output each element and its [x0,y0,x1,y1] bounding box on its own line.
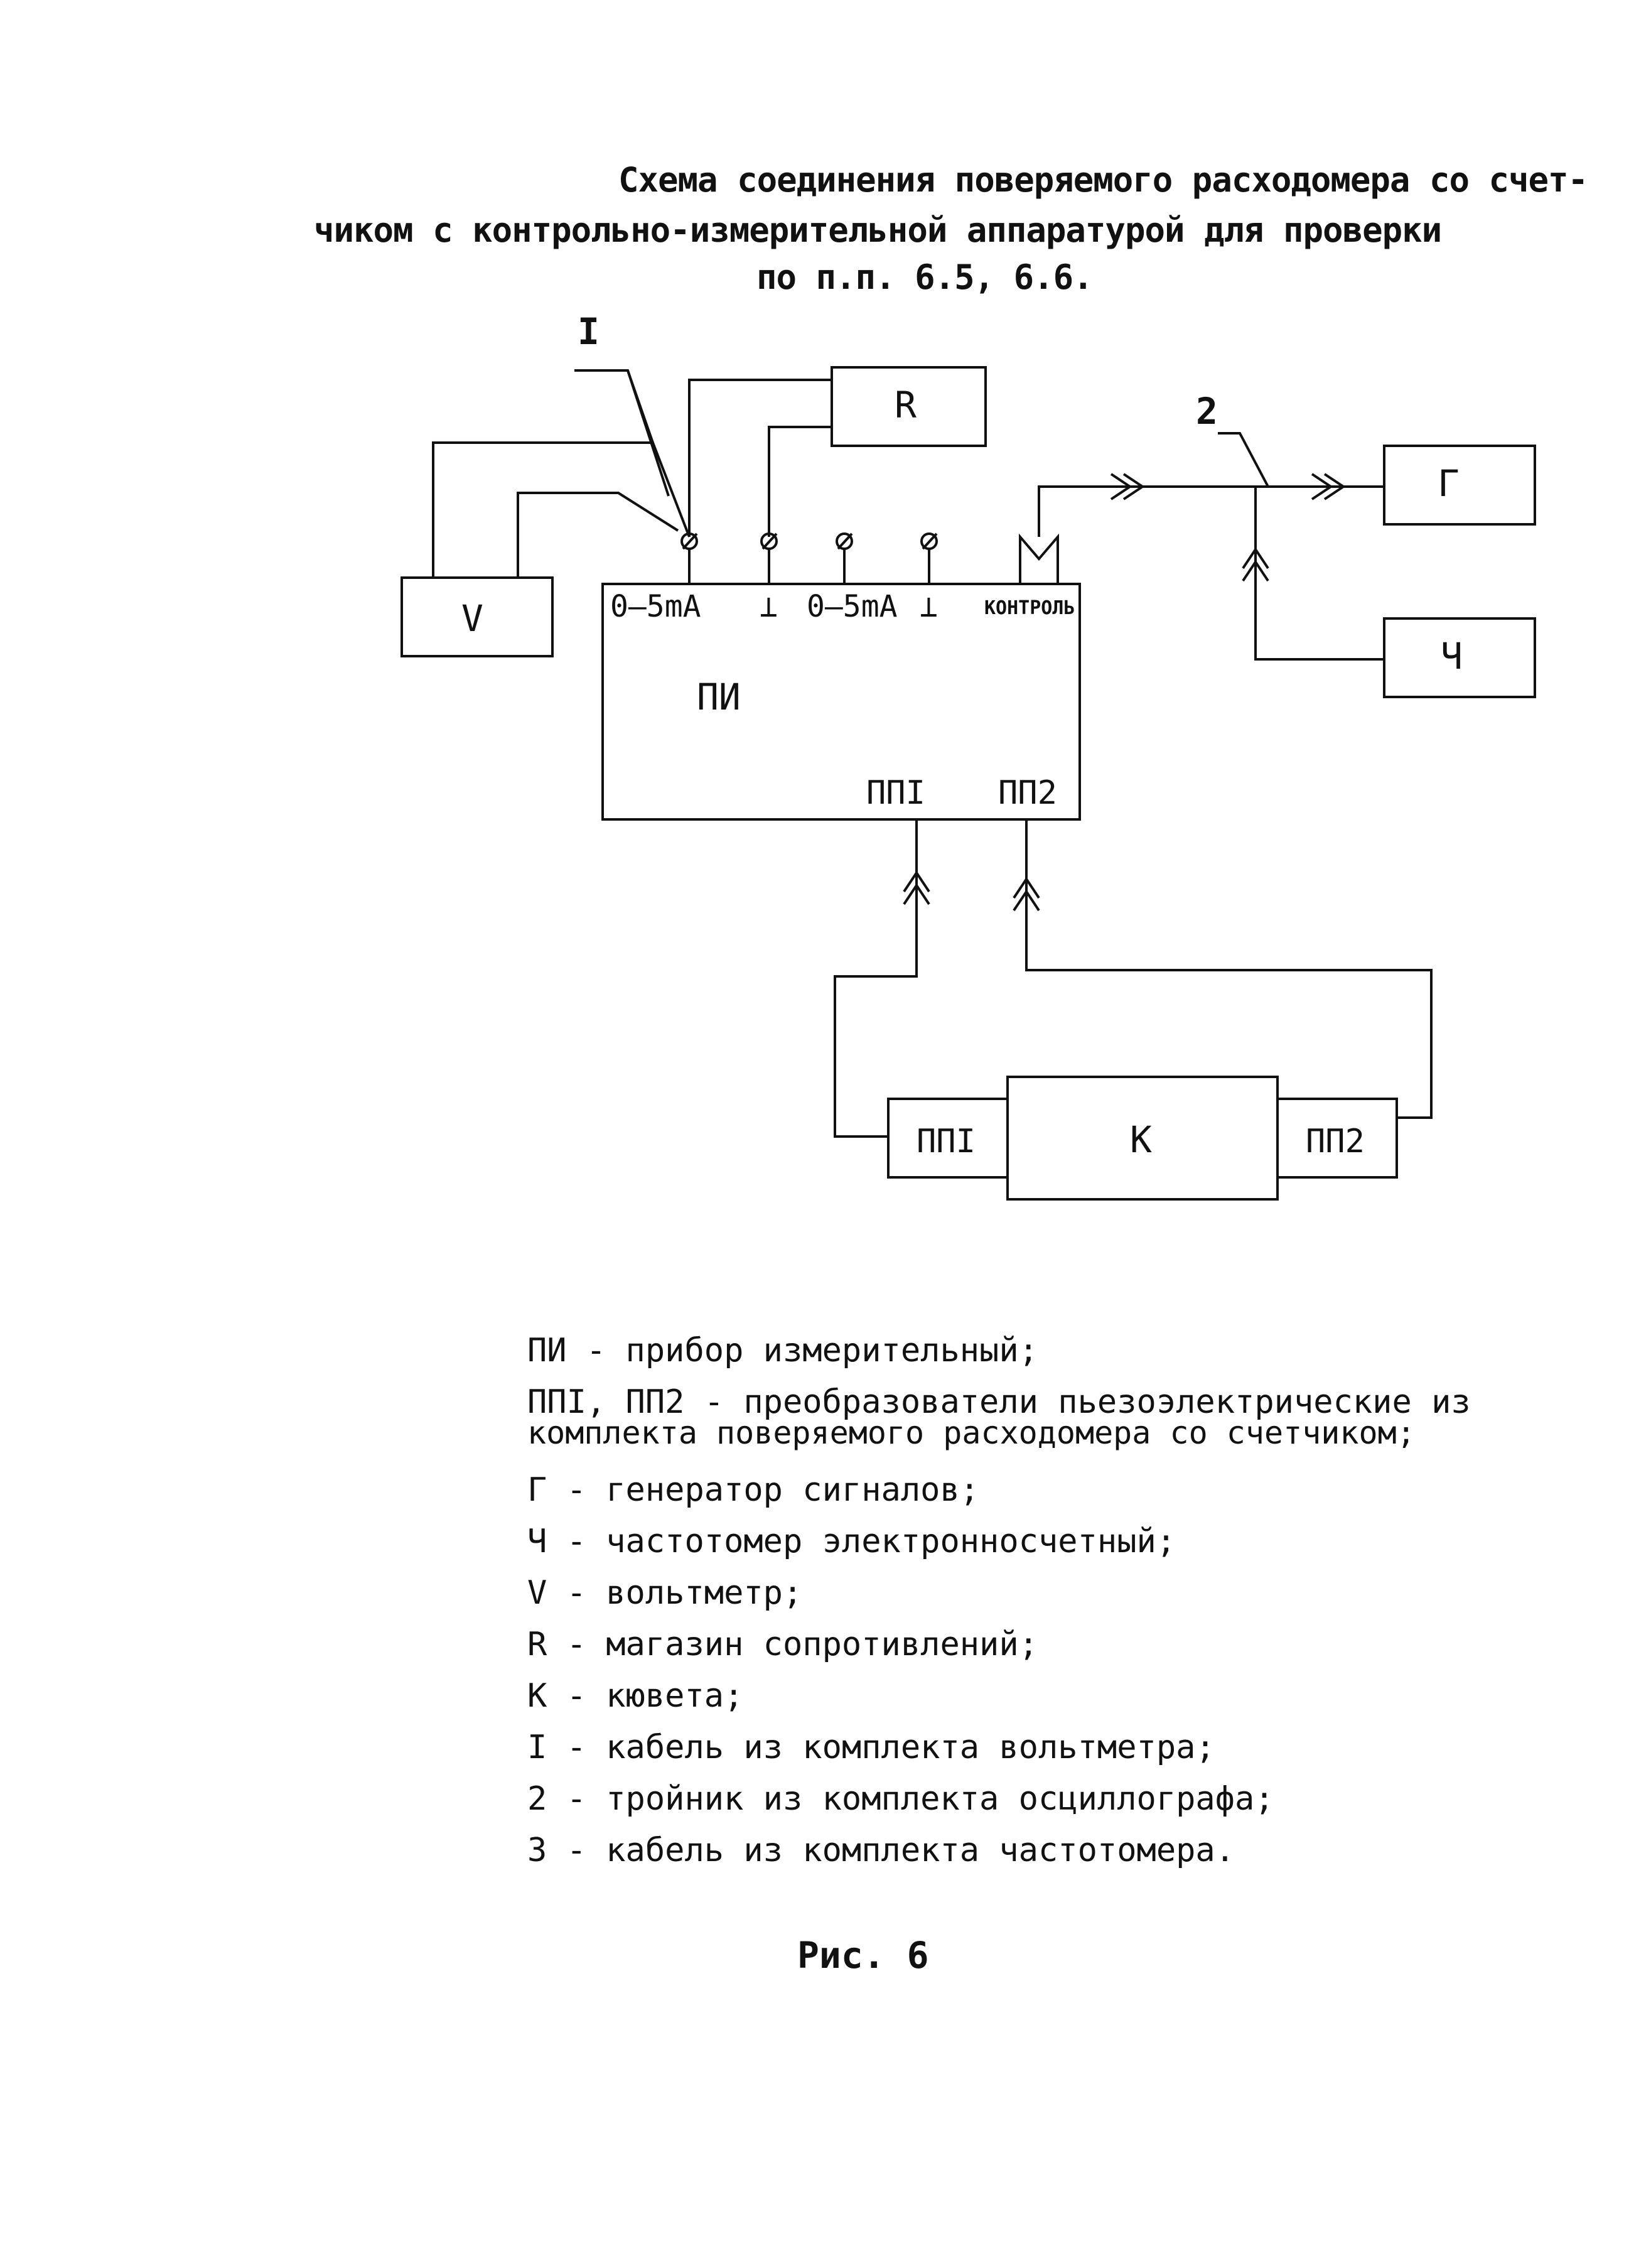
wire-r-bottom [768,426,832,537]
block-ch [1383,617,1536,698]
terminal-label-4: ⊥ [920,589,938,624]
legend-item: 2 - тройник из комплекта осциллографа; [527,1780,1274,1818]
title-line-2: чиком с контрольно-измерительной аппарат… [314,210,1442,250]
chevron-3a [1242,547,1269,570]
block-pi [601,583,1081,821]
legend-item: ПИ - прибор измерительный; [527,1332,1038,1369]
legend-item: Г - генератор сигналов; [527,1471,980,1509]
chevron-pp1b [903,883,930,905]
terminal-label-2: ⊥ [760,589,778,624]
wire-pp2 [1025,819,1433,1119]
marker-2-line [1218,432,1269,487]
legend-item: Ч - частотомер электронносчетный; [527,1523,1176,1560]
chevron-2b [1323,473,1346,500]
chevron-3b [1242,559,1269,582]
wire-pp1 [834,819,918,1138]
label-r: R [895,384,917,426]
wire-v-inner [517,492,679,578]
connection-diagram: ПИ R V Г Ч К ППI ПП2 0–5mA ⊥ 0–5mA ⊥ КОН… [401,310,1536,1201]
chevron-2a [1311,473,1333,500]
legend-item: К - кювета; [527,1677,744,1715]
control-connector [1019,533,1059,584]
wire-v-outer [432,441,691,578]
terminal-label-5: КОНТРОЛЬ [984,597,1075,619]
wire-r-top [688,379,832,537]
chevron-pp2b [1013,889,1040,912]
marker-i-line-2 [627,370,670,497]
block-pp2 [1276,1098,1398,1179]
title-line-1: Схема соединения поверяемого расходомера… [618,160,1588,200]
marker-label-1: I [578,310,600,353]
marker-i-lines [574,369,654,443]
marker-label-2: 2 [1196,390,1218,433]
label-pp2: ПП2 [1306,1123,1365,1160]
tee-vertical [1254,487,1384,661]
block-v [401,576,554,657]
legend-item: V - вольтметр; [527,1574,803,1612]
label-k: К [1130,1118,1152,1161]
chevron-1b [1122,473,1145,500]
port-label-pp1: ППI [866,774,925,812]
label-pp1: ППI [917,1123,976,1160]
legend-item: 3 - кабель из комплекта частотомера. [527,1832,1235,1869]
block-g [1383,445,1536,526]
label-ch: Ч [1441,635,1463,678]
label-pi: ПИ [697,676,741,718]
title-line-3: по п.п. 6.5, 6.6. [756,257,1094,297]
block-pp1 [887,1098,1009,1179]
legend-item: I - кабель из комплекта вольтметра; [527,1729,1215,1766]
label-v: V [461,597,483,640]
legend-item: ППI, ПП2 - преобразователи пьезоэлектрич… [527,1383,1471,1451]
terminal-label-1: 0–5mA [610,589,701,624]
legend: ПИ - прибор измерительный; ППI, ПП2 - пр… [527,1334,1471,1886]
figure-caption: Рис. 6 [797,1934,929,1977]
chevron-pp1a [903,870,930,893]
label-g: Г [1438,462,1460,505]
block-r [831,366,987,447]
chevron-1a [1110,473,1132,500]
wire-control [1038,485,1256,537]
legend-item: R - магазин сопротивлений; [527,1626,1038,1663]
port-label-pp2: ПП2 [998,774,1057,812]
terminal-label-3: 0–5mA [807,589,898,624]
chevron-pp2a [1013,877,1040,899]
